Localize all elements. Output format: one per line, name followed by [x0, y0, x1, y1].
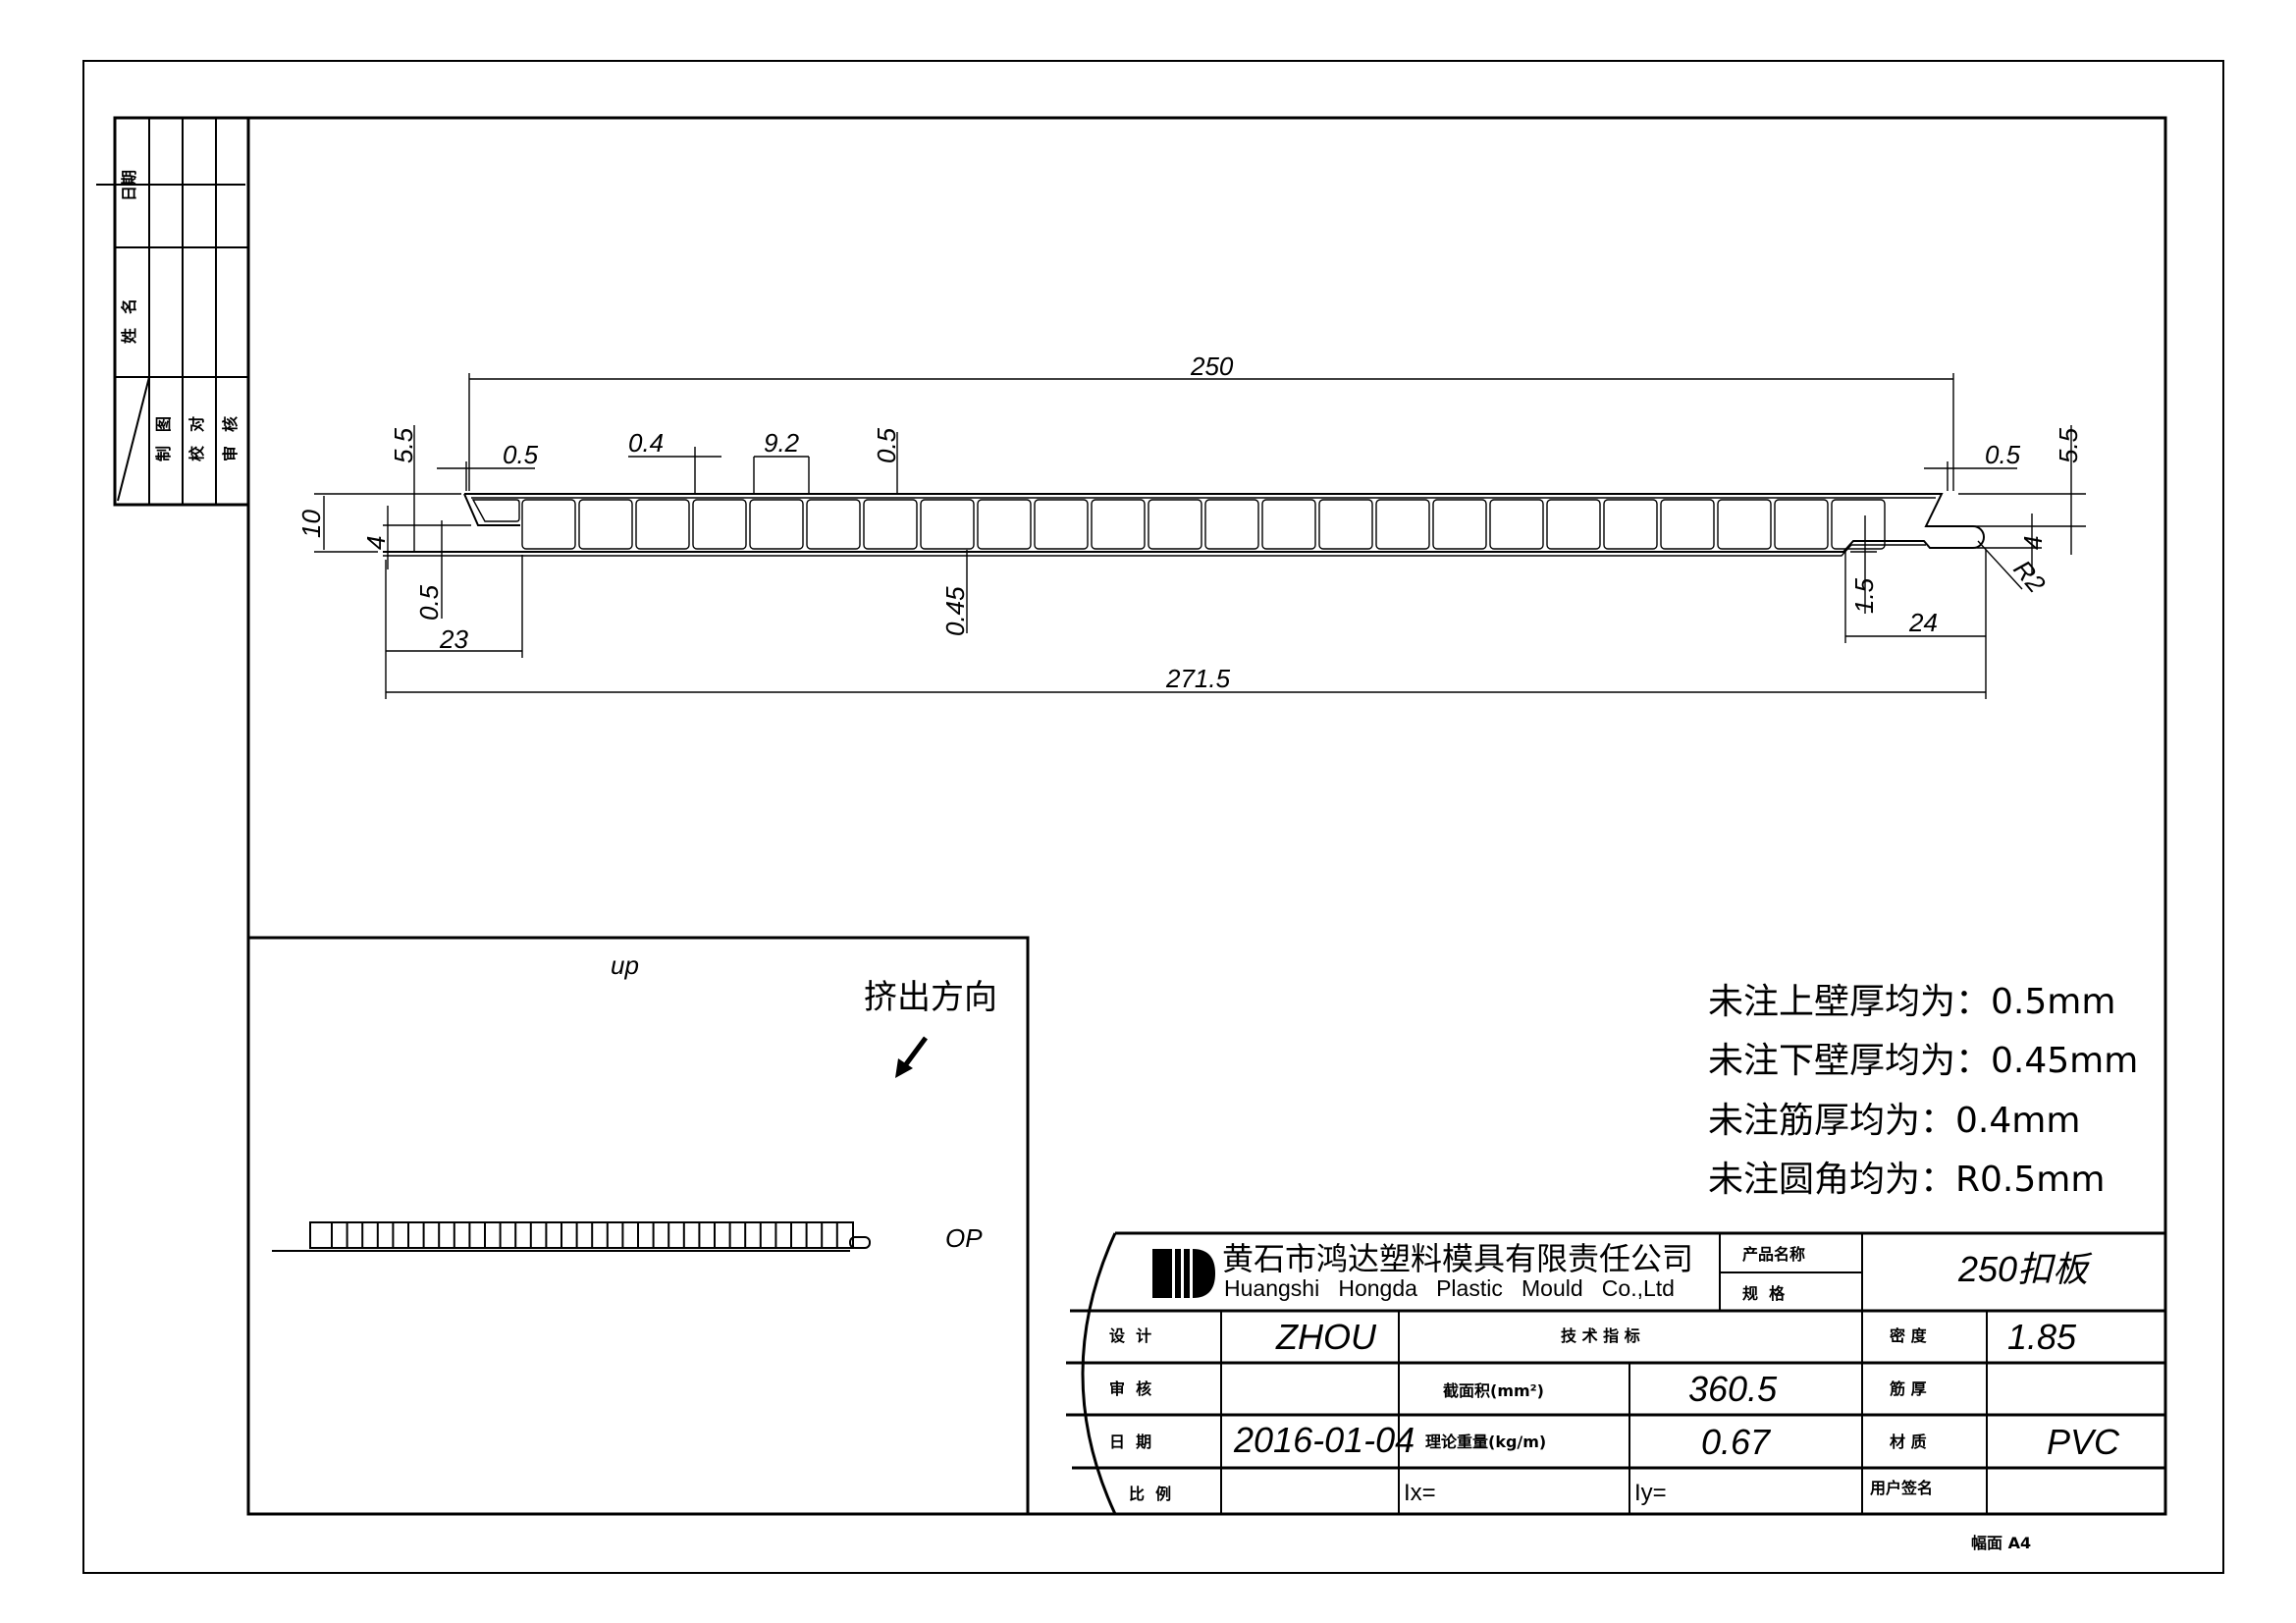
- profile-cell: [578, 499, 633, 550]
- strip-drawn-label: 制图: [154, 403, 173, 461]
- dim-rib-thickness: 0.4: [628, 428, 664, 458]
- company-name-en: Huangshi Hongda Plastic Mould Co.,Ltd: [1224, 1275, 1675, 1301]
- review-label: 审 核: [1109, 1380, 1151, 1398]
- note-bottom-wall: 未注下壁厚均为：0.45mm: [1708, 1041, 2138, 1081]
- profile-cell: [521, 499, 576, 550]
- dim-271-5: 271.5: [1165, 664, 1231, 693]
- date-value: 2016-01-04: [1233, 1420, 1415, 1460]
- company-logo: [1152, 1249, 1215, 1298]
- profile-cell: [1831, 499, 1886, 550]
- product-name-label: 产品名称: [1742, 1245, 1805, 1264]
- up-label: up: [611, 950, 639, 980]
- dim-left-top-wall: 0.5: [503, 440, 539, 469]
- date-label: 日 期: [1109, 1433, 1151, 1451]
- profile-cell: [1717, 499, 1772, 550]
- weight-value: 0.67: [1701, 1422, 1772, 1462]
- tech-spec-label: 技 术 指 标: [1561, 1326, 1640, 1345]
- profile-cell: [1318, 499, 1373, 550]
- area-value: 360.5: [1688, 1369, 1778, 1409]
- profile-cell: [1034, 499, 1089, 550]
- dim-23: 23: [439, 624, 468, 654]
- dim-right-top-wall: 0.5: [1985, 440, 2021, 469]
- outer-border: [82, 60, 2224, 1574]
- dim-left-flange-height: 4: [361, 536, 391, 550]
- profile-cell: [1091, 499, 1146, 550]
- sheet-size: 幅面 A4: [1971, 1534, 2031, 1552]
- density-label: 密 度: [1889, 1326, 1928, 1345]
- iy-label: Iy=: [1634, 1480, 1667, 1506]
- profile-cell: [749, 499, 804, 550]
- arrow-down-left-icon: [895, 1036, 929, 1078]
- profile-cell: [1774, 499, 1829, 550]
- dim-left-step: 5.5: [389, 427, 418, 463]
- dim-radius: R2: [2007, 555, 2052, 599]
- dim-right-step-small: 1.5: [1849, 577, 1879, 614]
- ix-label: Ix=: [1404, 1480, 1436, 1506]
- rib-thickness-label: 筋 厚: [1889, 1380, 1927, 1398]
- note-rib: 未注筋厚均为：0.4mm: [1708, 1101, 2080, 1141]
- profile-cell: [1432, 499, 1487, 550]
- spec-label: 规 格: [1742, 1284, 1786, 1303]
- signature-label: 用户签名: [1870, 1479, 1933, 1497]
- strip-checked-label: 校对: [187, 403, 206, 461]
- profile-cell: [863, 499, 918, 550]
- profile-cell: [977, 499, 1032, 550]
- material-label: 材 质: [1890, 1433, 1927, 1451]
- profile-cell: [920, 499, 975, 550]
- profile-cell: [692, 499, 747, 550]
- extrusion-direction-label: 挤出方向: [864, 978, 997, 1017]
- dim-rib-pitch: 9.2: [764, 428, 800, 458]
- strip-name-label: 姓名: [120, 285, 138, 344]
- profile-cells: [471, 499, 1886, 550]
- profile-cell: [1261, 499, 1316, 550]
- material-value: PVC: [2047, 1422, 2120, 1462]
- profile-cell: [1204, 499, 1259, 550]
- density-value: 1.85: [2007, 1317, 2077, 1357]
- strip-date-label: 日期: [120, 170, 138, 201]
- extrusion-view: up 挤出方向 OP: [246, 936, 1030, 1516]
- company-name-cn: 黄石市鸿达塑料模具有限责任公司: [1222, 1240, 1693, 1277]
- product-name: 250扣板: [1957, 1249, 2093, 1289]
- profile-cell: [1660, 499, 1715, 550]
- dimension-lines: [314, 373, 2086, 699]
- dim-right-tongue-height: 4: [2018, 536, 2048, 550]
- dim-total-height: 10: [296, 510, 326, 538]
- note-radius: 未注圆角均为：R0.5mm: [1708, 1160, 2105, 1200]
- profile-cell: [635, 499, 690, 550]
- area-label: 截面积(mm²): [1443, 1381, 1544, 1400]
- dim-250: 250: [1190, 352, 1234, 381]
- dim-left-bottom-wall: 0.5: [414, 584, 444, 621]
- dim-right-step: 5.5: [2054, 427, 2083, 463]
- title-block: 黄石市鸿达塑料模具有限责任公司 Huangshi Hongda Plastic …: [1066, 1231, 2165, 1516]
- op-label: OP: [945, 1223, 983, 1253]
- dim-24: 24: [1908, 608, 1938, 637]
- strip-reviewed-label: 审核: [221, 403, 240, 461]
- dim-top-wall: 0.5: [872, 427, 901, 463]
- dim-bottom-wall: 0.45: [940, 586, 970, 636]
- profile-cell: [1148, 499, 1202, 550]
- designer: ZHOU: [1275, 1317, 1377, 1357]
- profile-cell: [1489, 499, 1544, 550]
- drawing-frame: [246, 116, 2167, 1516]
- weight-label: 理论重量(kg/m): [1425, 1433, 1546, 1451]
- profile-cell: [1603, 499, 1658, 550]
- profile-cell: [806, 499, 861, 550]
- profile-lip-cell: [471, 499, 520, 522]
- profile-cell: [1546, 499, 1601, 550]
- general-notes: 未注上壁厚均为：0.5mm 未注下壁厚均为：0.45mm 未注筋厚均为：0.4m…: [1708, 982, 2138, 1200]
- note-top-wall: 未注上壁厚均为：0.5mm: [1708, 982, 2115, 1022]
- design-label: 设 计: [1109, 1326, 1151, 1345]
- profile-section: [383, 493, 1985, 557]
- scale-label: 比 例: [1129, 1485, 1171, 1503]
- profile-cell: [1375, 499, 1430, 550]
- left-signature-strip: 日期 姓名 制图 校对 审核: [96, 116, 250, 507]
